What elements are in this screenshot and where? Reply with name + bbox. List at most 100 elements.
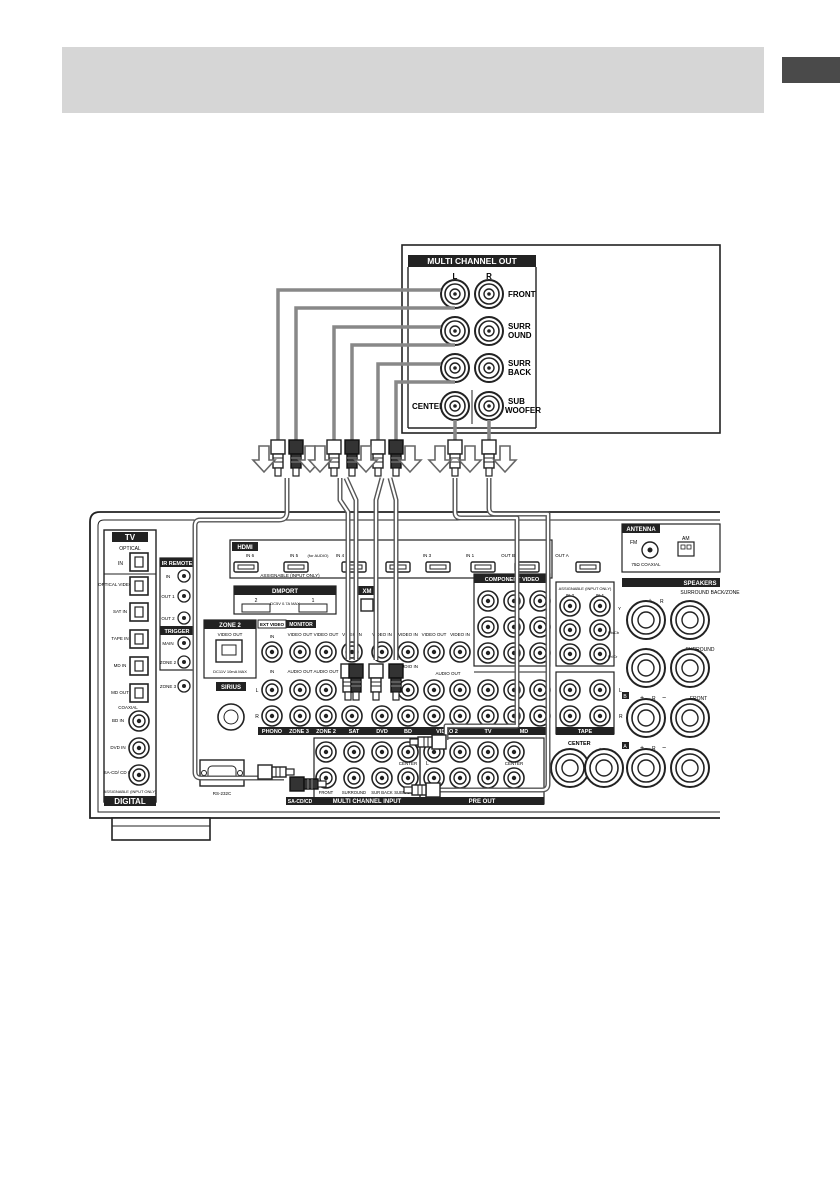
hdmi-for-audio-label: (for AUDIO): [308, 553, 330, 558]
multi-channel-input-label: MULTI CHANNEL INPUT: [333, 799, 402, 805]
sat-video-in-label: VIDEO IN: [342, 632, 362, 637]
dvd-video-in-label: VIDEO IN: [372, 632, 392, 637]
surround-l-jack: [440, 316, 470, 346]
video2-video-in-label: VIDEO IN: [450, 632, 470, 637]
monitor-label: MONITOR: [289, 622, 313, 628]
surround-back-zone-label: SURROUND BACK/ZONE: [680, 590, 740, 596]
monitor-audio-out-label: AUDIO OUT: [287, 669, 312, 674]
tv-optical-port: [129, 552, 149, 572]
audio-cables: [276, 288, 491, 440]
video1-optical-port: [129, 576, 149, 596]
ir-remote-label: IR REMOTE: [162, 561, 193, 567]
rs232-label: RS-232C: [213, 791, 232, 796]
hdmi-outa-label: OUT A: [555, 553, 568, 558]
bd-coaxial-jack: [128, 710, 150, 732]
front-a-minus: −: [662, 745, 666, 752]
subwoofer-jack: [474, 391, 504, 421]
assignable-label: ASSIGNABLE (INPUT ONLY): [104, 789, 157, 794]
dmport-1-label: 1: [312, 598, 315, 604]
hdmi-in6-port: [233, 561, 259, 573]
speakers-label: SPEAKERS: [683, 581, 716, 587]
subwoofer-label-1: SUB: [508, 397, 525, 406]
hdmi-out-label: OUT B: [501, 553, 515, 558]
spk-a-label: A: [623, 744, 627, 750]
zone2-box-label: ZONE 2: [219, 623, 241, 629]
y-label: Y: [618, 606, 621, 611]
dmport-label: DMPORT: [272, 589, 298, 595]
hdmi-in5-label: IN 5: [290, 553, 299, 558]
dmport-2-label: 2: [255, 598, 258, 604]
tape-r-label: R: [619, 714, 623, 720]
audio-r-label: R: [255, 714, 259, 720]
trigger-label: TRIGGER: [164, 629, 189, 635]
hdmi-in6-label: IN 6: [246, 553, 255, 558]
spk-center-label: CENTER: [568, 741, 591, 747]
tv-label: TV: [125, 533, 136, 542]
dmport-spec-label: DC5V 0.7A MAX: [270, 601, 300, 606]
coaxial-label: COAXIAL: [118, 705, 138, 710]
front-l-jack: [440, 279, 470, 309]
mci-front-label: FRONT: [319, 790, 334, 795]
ir-out1-label: OUT 1: [161, 594, 175, 599]
tape-optical-port: [129, 629, 149, 649]
digital-label: DIGITAL: [114, 797, 146, 806]
zone2-dc-spec: DC11V 10mA MAX: [213, 669, 247, 674]
zone3-audio-out-label: AUDIO OUT: [313, 669, 338, 674]
sacd-in-label: SA-CD/ CD IN: [104, 770, 133, 775]
am-label: AM: [682, 536, 690, 542]
dvd-coaxial-jack: [128, 737, 150, 759]
audio-l-label: L: [256, 688, 259, 694]
mci-center-label: CENTER: [399, 761, 418, 766]
surround-back-label-1: SURR: [508, 359, 531, 368]
hdmi-assignable-label: ASSIGNABLE (INPUT ONLY): [260, 573, 320, 578]
preout-center-label: CENTER: [505, 761, 524, 766]
comp-assignable-label: ASSIGNABLE (INPUT ONLY): [559, 586, 612, 591]
md-out-optical-port: [129, 683, 149, 703]
preout-l-label: L: [426, 761, 429, 767]
ir-in-label: IN: [166, 574, 171, 579]
tape-l-label: L: [619, 688, 622, 694]
hdmi-in1-label: IN 1: [466, 553, 475, 558]
bd-label: BD: [404, 729, 412, 735]
bd-in-label: BD IN: [112, 718, 124, 723]
spk-b-label: B: [623, 694, 627, 700]
surround-back-l-jack: [440, 353, 470, 383]
trigger-zone3-label: ZONE 3: [160, 684, 177, 689]
video2-video-out-label: VIDEO OUT: [422, 632, 447, 637]
col-l-label: L: [453, 272, 458, 281]
mci-surback-label: SUR BACK: [371, 790, 393, 795]
tv-in-label: IN: [118, 561, 123, 567]
hdmi-in3-port: [425, 561, 451, 573]
sb-r: R: [660, 599, 664, 605]
front-b-minus: −: [662, 695, 666, 702]
front-label: FRONT: [508, 290, 536, 299]
hdmi-out-a-port: [575, 561, 601, 573]
component-video-label: COMPONENT VIDEO: [485, 577, 540, 583]
md-in-label: MD IN: [114, 663, 127, 668]
surround-label-1: SURR: [508, 322, 531, 331]
zone3-video-out-label: VIDEO OUT: [314, 632, 339, 637]
subwoofer-label-2: WOOFER: [505, 406, 541, 415]
zone2-video-out-label: VIDEO OUT: [218, 632, 243, 637]
md-out-label: MD OUT: [111, 690, 129, 695]
tv-input-label: TV: [484, 729, 491, 735]
hdmi-in5-port: [283, 561, 309, 573]
hdmi-in3-label: IN 3: [423, 553, 432, 558]
dvd-label: DVD: [376, 729, 388, 735]
front-b-r: R: [652, 696, 656, 702]
hdmi-label: HDMI: [237, 545, 253, 551]
cables-to-receiver: [192, 476, 551, 793]
zone2-input-label: ZONE 2: [316, 729, 336, 735]
sat-label: SAT: [349, 729, 360, 735]
phono-label: PHONO: [262, 729, 283, 735]
mci-surround-label: SURROUND: [342, 790, 366, 795]
md-in-optical-port: [129, 656, 149, 676]
sp-front-label: FRONT: [690, 696, 707, 702]
col-r-label: R: [486, 272, 492, 281]
pr-label: Pr/Cr: [608, 654, 618, 659]
ext-video-label: EXT VIDEO: [260, 622, 285, 627]
monitor-video-out-label: VIDEO OUT: [288, 632, 313, 637]
player-multichannel-panel: MULTI CHANNEL OUT L R FRONT SURR OUND SU…: [401, 244, 721, 434]
sat-in-label: SAT IN: [113, 609, 127, 614]
